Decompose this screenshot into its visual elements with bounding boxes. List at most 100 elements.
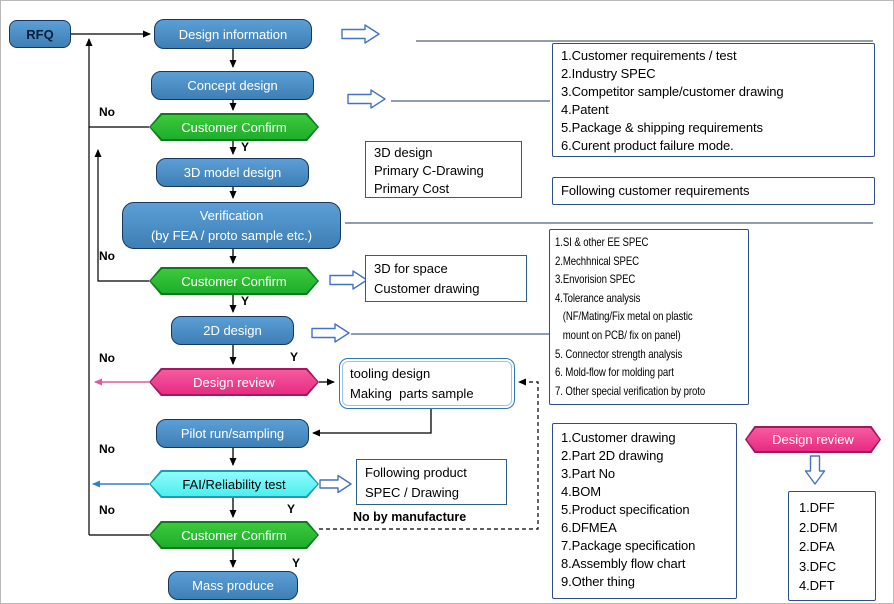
- text-line: Primary C-Drawing: [374, 163, 484, 178]
- node-design-review-2: Design review: [745, 426, 881, 453]
- node-label: FAI/Reliability test: [182, 476, 286, 492]
- text-line: 4.Tolerance analysis: [555, 290, 641, 305]
- text-line: Following customer requirements: [561, 183, 750, 198]
- arrow-tooling-to-pilot: [312, 409, 432, 437]
- text-line: 1.Customer requirements / test: [561, 48, 737, 63]
- text-line: Making parts sample: [350, 386, 474, 401]
- note-customer-requirements: 1.Customer requirements / test 2.Industry…: [552, 43, 875, 157]
- node-label: Customer Confirm: [181, 119, 287, 135]
- node-label: Customer Confirm: [181, 527, 287, 543]
- node-design-information: Design information: [154, 19, 312, 49]
- text-line: 2.Mechhnical SPEC: [555, 253, 640, 268]
- block-arrow-right-icon: [311, 323, 350, 343]
- node-mass-produce: Mass produce: [168, 571, 298, 600]
- text-line: 5. Connector strength analysis: [555, 346, 683, 361]
- text-line: Following product: [365, 465, 467, 480]
- text-line: 2.DFA: [799, 539, 835, 554]
- branch-label-yes: Y: [241, 294, 250, 308]
- node-concept-design: Concept design: [151, 71, 314, 100]
- node-2d-design: 2D design: [171, 316, 294, 345]
- block-arrow-down-icon: [804, 455, 826, 485]
- block-arrow-right-icon: [341, 24, 380, 44]
- block-arrow-right-icon: [329, 270, 368, 290]
- text-line: 5.Package & shipping requirements: [561, 120, 763, 135]
- node-label: RFQ: [26, 26, 54, 42]
- node-label: Design information: [178, 26, 288, 42]
- note-verification-items: 1.SI & other EE SPEC 2.Mechhnical SPEC 3.E…: [549, 229, 749, 405]
- text-line: 5.Product specification: [561, 502, 690, 517]
- node-fai-reliability-test: FAI/Reliability test: [149, 470, 319, 498]
- node-label: 3D model design: [183, 165, 282, 180]
- text-line: 6.DFMEA: [561, 520, 617, 535]
- branch-label-yes: Y: [292, 556, 301, 570]
- text-line: 7.Package specification: [561, 538, 696, 553]
- branch-label-yes: Y: [287, 502, 296, 516]
- text-line: 3.Envorision SPEC: [555, 272, 636, 287]
- text-line: 4.Patent: [561, 102, 609, 117]
- node-label: Verification: [199, 207, 264, 223]
- text-line: mount on PCB/ fix on panel): [555, 327, 681, 342]
- text-line: 3.Competitor sample/customer drawing: [561, 84, 784, 99]
- block-arrow-right-icon: [319, 474, 352, 494]
- text-line: 9.Other thing: [561, 574, 635, 589]
- hexagon-fill: [746, 427, 880, 452]
- text-line: 3D design: [374, 145, 433, 160]
- text-line: 4.BOM: [561, 484, 601, 499]
- branch-label-yes: Y: [241, 140, 250, 154]
- branch-label-no: No: [99, 351, 115, 365]
- node-label: Design review: [772, 432, 854, 447]
- text-line: SPEC / Drawing: [365, 485, 459, 500]
- text-line: 6. Mold-flow for molding part: [555, 365, 674, 380]
- node-pilot-run: Pilot run/sampling: [156, 419, 309, 448]
- node-customer-confirm-2: Customer Confirm: [149, 267, 319, 295]
- branch-label-no: No: [99, 249, 115, 263]
- text-line: 1.Customer drawing: [561, 430, 676, 445]
- branch-label-no: No: [99, 503, 115, 517]
- note-following-customer-requirements: Following customer requirements: [552, 177, 875, 205]
- node-customer-confirm-1: Customer Confirm: [149, 113, 319, 141]
- branch-label-no: No: [99, 442, 115, 456]
- text-line: 3.Part No: [561, 466, 616, 481]
- branch-label-yes: Y: [290, 350, 299, 364]
- text-line: 3D for space: [374, 261, 448, 276]
- text-line: 2.Industry SPEC: [561, 66, 656, 81]
- hexagon-fill: [150, 369, 318, 395]
- node-rfq: RFQ: [9, 20, 71, 48]
- text-line: 7. Other special verification by proto: [555, 383, 706, 398]
- feedback-lines: [85, 38, 149, 536]
- node-label: 2D design: [203, 323, 262, 338]
- node-label: Mass produce: [192, 578, 274, 593]
- text-line: 2.Part 2D drawing: [561, 448, 664, 463]
- hexagon-fill: [150, 268, 318, 294]
- node-label: Customer Confirm: [181, 273, 287, 289]
- note-content: 1.SI & other EE SPEC 2.Mechhnical SPEC 3.E…: [555, 233, 743, 400]
- note-deliverables: 1.Customer drawing 2.Part 2D drawing 3.Par…: [552, 423, 737, 599]
- node-label: Concept design: [187, 78, 278, 93]
- hexagon-fill: [150, 522, 318, 548]
- node-customer-confirm-3: Customer Confirm: [149, 521, 319, 549]
- text-line: tooling design: [350, 366, 431, 381]
- label-no-by-manufacture: No by manufacture: [353, 510, 467, 524]
- node-verification: Verification (by FEA / proto sample etc.…: [122, 202, 341, 249]
- text-line: 8.Assembly flow chart: [561, 556, 686, 571]
- text-line: 1.DFF: [799, 500, 835, 515]
- node-label: Pilot run/sampling: [180, 426, 285, 441]
- feedback-no-1: [85, 38, 149, 128]
- branch-label-no: No: [99, 105, 115, 119]
- text-line: 2.DFM: [799, 519, 838, 535]
- text-line: 6.Curent product failure mode.: [561, 138, 734, 153]
- hexagon-fill: [150, 471, 318, 497]
- hexagon-fill: [150, 114, 318, 140]
- node-sublabel: (by FEA / proto sample etc.): [150, 227, 313, 243]
- node-label: Design review: [193, 374, 275, 390]
- text-line: 4.DFT: [799, 578, 835, 593]
- text-line: Customer drawing: [374, 281, 480, 296]
- text-line: Primary Cost: [374, 181, 450, 196]
- node-design-review: Design review: [149, 368, 319, 396]
- text-line: 1.SI & other EE SPEC: [555, 235, 649, 249]
